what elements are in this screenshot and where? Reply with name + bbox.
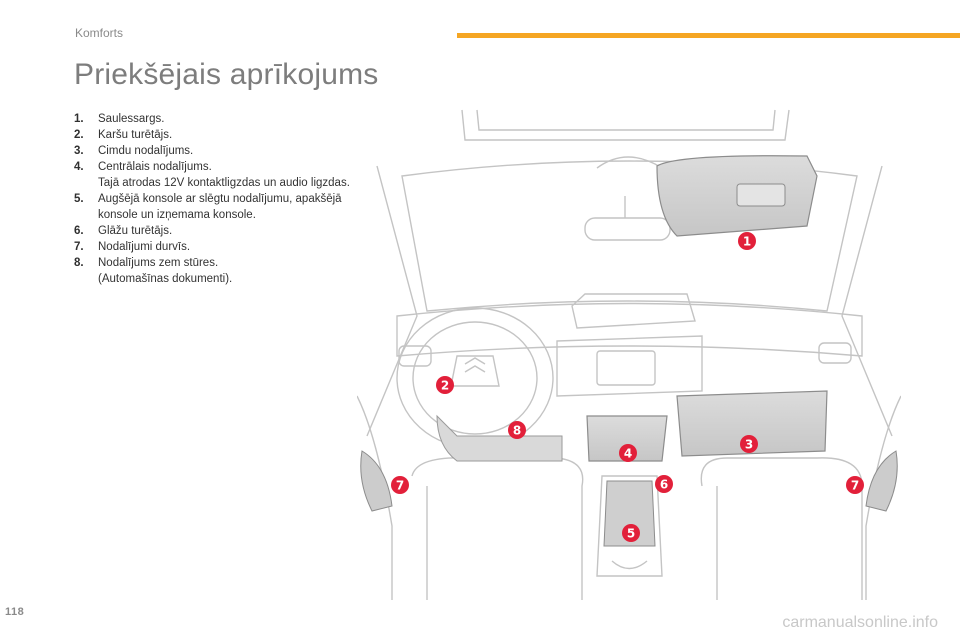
svg-text:5: 5 [627,527,635,541]
callout-4: 4 [619,444,637,462]
item-number: 8. [74,257,84,269]
list-item: 2. Karšu turētājs. [74,127,359,143]
list-item: 1. Saulessargs. [74,111,359,127]
callout-7-right: 7 [846,476,864,494]
list-item: 3. Cimdu nodalījums. [74,143,359,159]
visor-mirror [736,183,786,207]
svg-text:7: 7 [396,479,404,493]
item-number: 4. [74,161,84,173]
watermark[interactable]: carmanualsonline.info [782,614,938,631]
item-number: 3. [74,145,84,157]
item-subtext: (Automašīnas dokumenti). [98,273,233,285]
item-text: Karšu turētājs. [98,129,173,141]
svg-text:7: 7 [851,479,859,493]
item-number: 2. [74,129,84,141]
item-text: Augšējā konsole ar slēgtu nodalījumu, ap… [98,193,342,221]
item-number: 6. [74,225,84,237]
list-item: 7. Nodalījumi durvīs. [74,239,359,255]
callout-7-left: 7 [391,476,409,494]
car-interior-illustration: 1 2 3 4 5 6 7 7 8 [357,109,901,600]
list-item: 4. Centrālais nodalījums. Tajā atrodas 1… [74,159,359,191]
under-wheel-compartment [436,414,563,462]
page-number: 118 [5,606,25,618]
callout-6: 6 [655,475,673,493]
list-item: 5. Augšējā konsole ar slēgtu nodalījumu,… [74,191,359,223]
callout-1: 1 [738,232,756,250]
svg-text:8: 8 [513,424,521,438]
central-compartment [586,415,668,462]
item-subtext: Tajā atrodas 12V kontaktligzdas un audio… [98,177,350,189]
callout-3: 3 [740,435,758,453]
page-title: Priekšējais aprīkojums [74,58,379,91]
svg-text:3: 3 [745,438,753,452]
item-text: Glāžu turētājs. [98,225,173,237]
left-door-pocket [360,450,393,512]
svg-text:1: 1 [743,235,751,249]
equipment-list: 1. Saulessargs. 2. Karšu turētājs. 3. Ci… [74,111,359,287]
right-door-pocket [865,450,898,512]
item-number: 5. [74,193,84,205]
section-title: Komforts [75,26,124,40]
glovebox [676,390,828,457]
item-number: 7. [74,241,84,253]
svg-text:6: 6 [660,478,668,492]
item-text: Centrālais nodalījums. [98,161,212,173]
item-text: Nodalījumi durvīs. [98,241,191,253]
list-item: 6. Glāžu turētājs. [74,223,359,239]
item-number: 1. [74,113,84,125]
svg-text:2: 2 [441,379,449,393]
item-text: Nodalījums zem stūres. [98,257,219,269]
item-text-group: Nodalījums zem stūres. (Automašīnas doku… [98,255,359,287]
glass-holder [603,480,656,547]
svg-text:4: 4 [624,447,632,461]
item-text: Cimdu nodalījums. [98,145,194,157]
item-text: Saulessargs. [98,113,165,125]
header-accent-bar [457,33,960,38]
list-item: 8. Nodalījums zem stūres. (Automašīnas d… [74,255,359,287]
callout-2: 2 [436,376,454,394]
callout-5: 5 [622,524,640,542]
item-text-group: Centrālais nodalījums. Tajā atrodas 12V … [98,159,359,191]
callout-8: 8 [508,421,526,439]
